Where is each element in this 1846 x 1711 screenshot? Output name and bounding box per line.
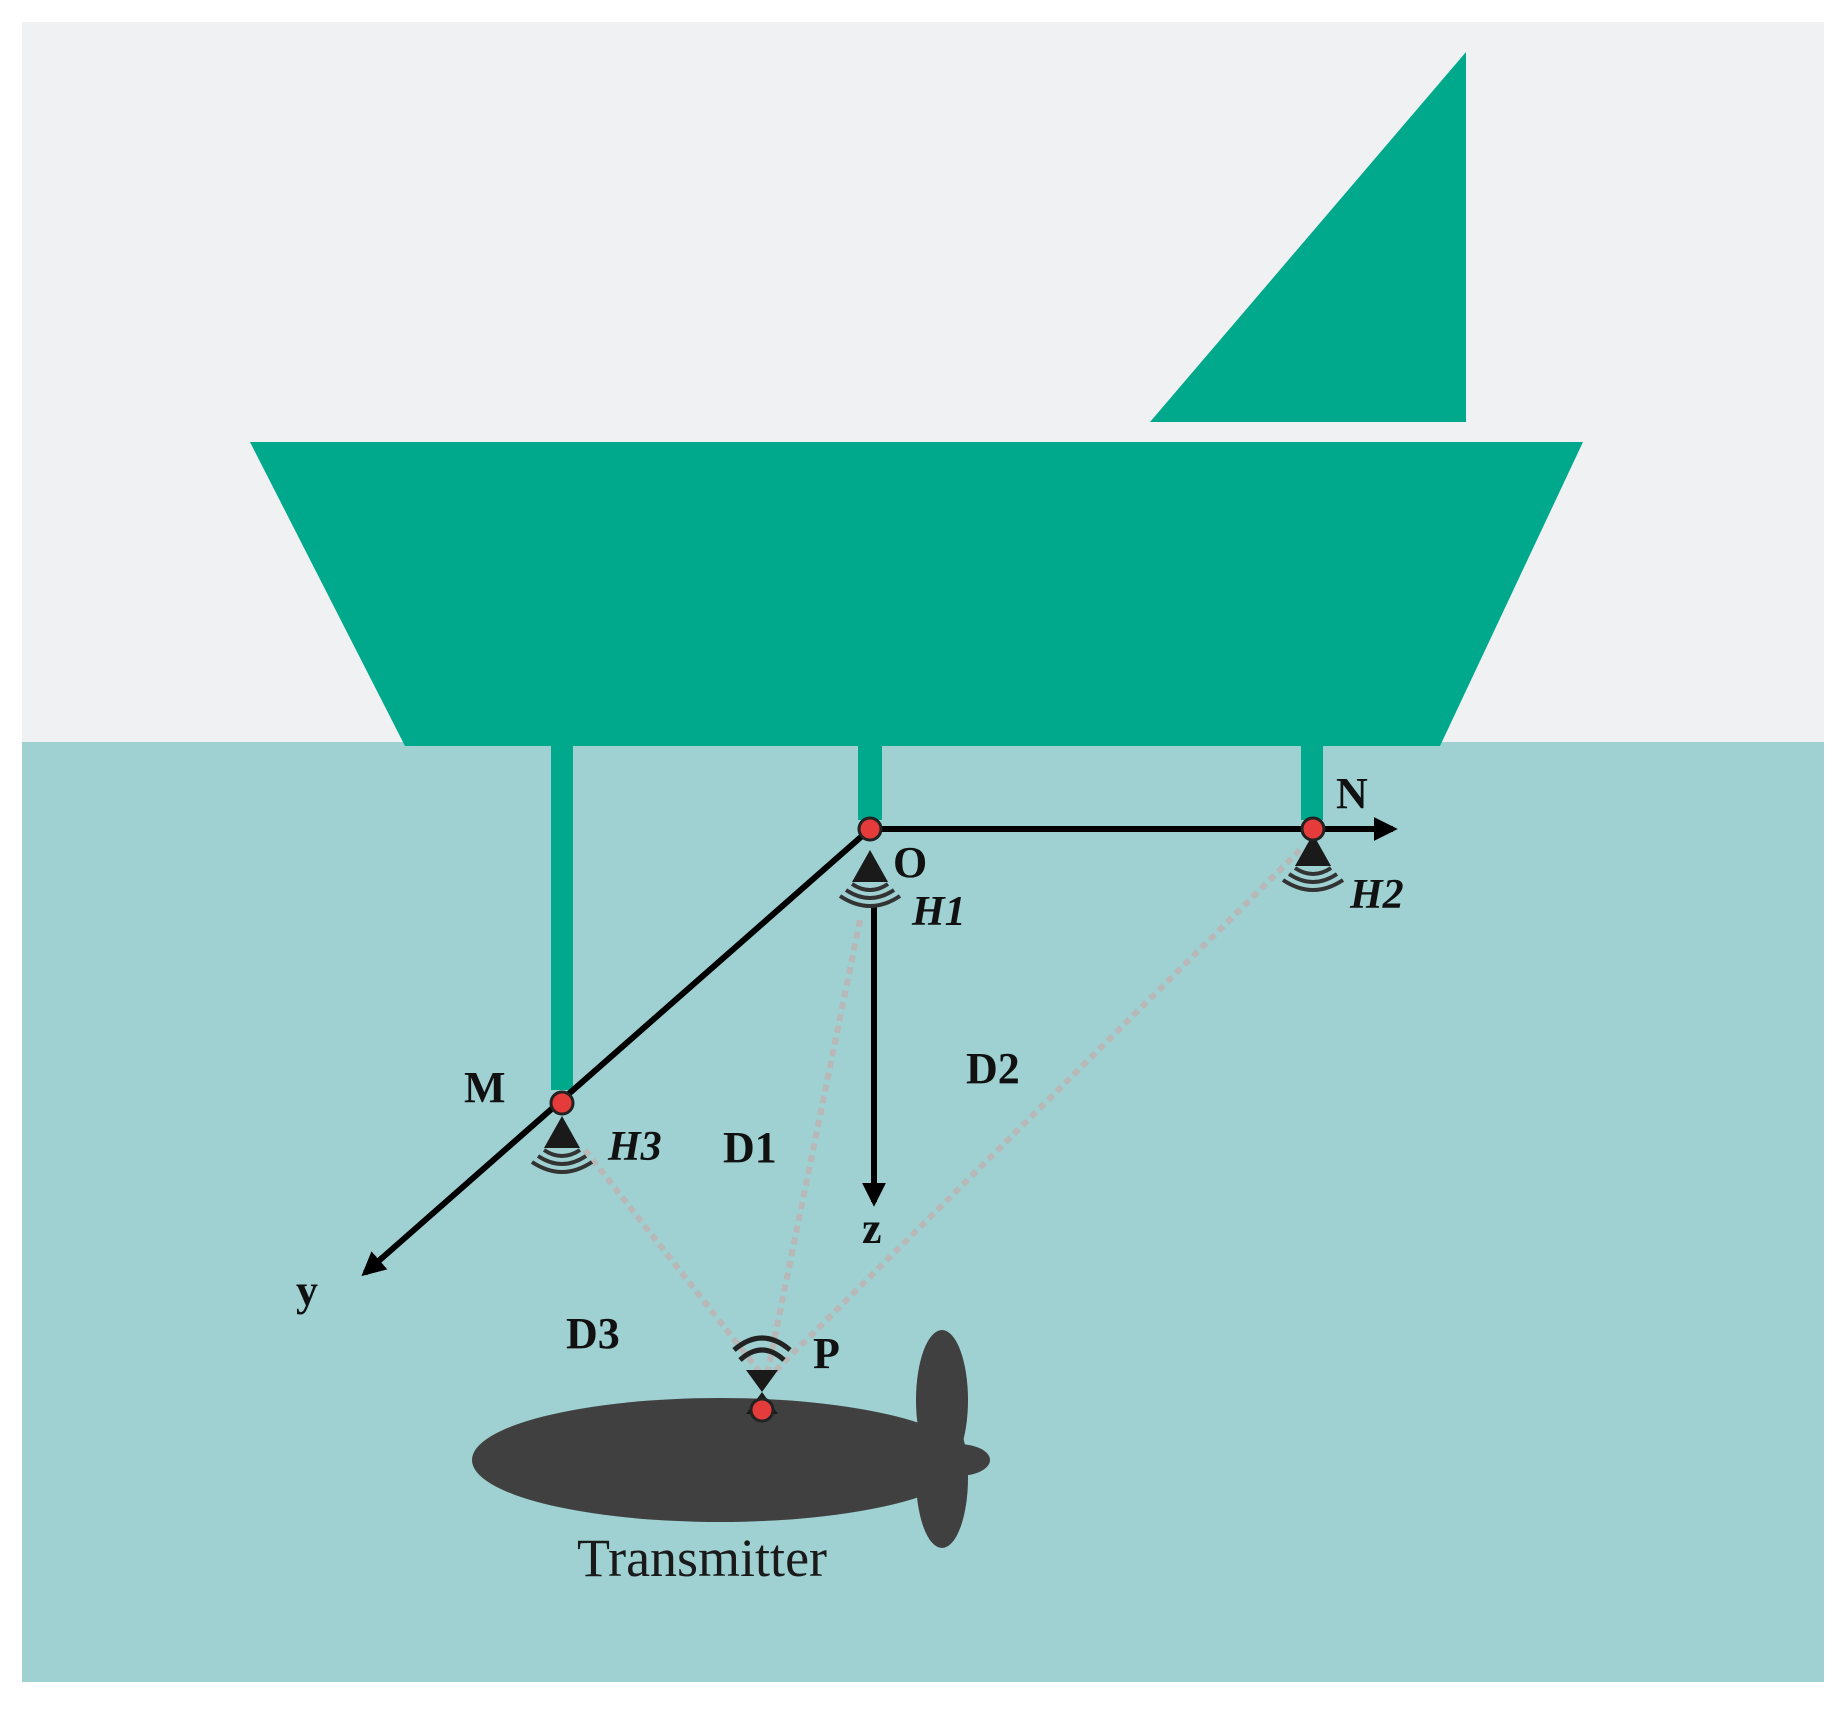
vehicle-body <box>472 1398 968 1522</box>
ship-leg-m <box>551 740 573 1090</box>
marker-p <box>749 1397 775 1423</box>
label-d1: D1 <box>723 1123 777 1172</box>
transmitter-caption: Transmitter <box>577 1528 827 1588</box>
ship-hull <box>250 442 1583 746</box>
label-h2: H2 <box>1349 872 1404 918</box>
marker-m <box>549 1090 575 1116</box>
y-axis-arrow <box>361 826 872 1277</box>
label-h1: H1 <box>911 889 966 935</box>
ship-leg-n <box>1301 740 1323 820</box>
label-p: P <box>813 1329 840 1378</box>
hydrophone-icon <box>530 1116 594 1174</box>
hydrophone-icon <box>838 850 902 908</box>
sail-icon <box>1150 52 1466 422</box>
label-n: N <box>1336 769 1368 818</box>
label-h3: H3 <box>607 1124 662 1170</box>
label-d3: D3 <box>566 1309 620 1358</box>
ship-icon <box>250 52 1583 1090</box>
marker-o <box>857 816 883 842</box>
label-y-axis: y <box>296 1266 318 1315</box>
range-line-d1 <box>763 919 863 1381</box>
vehicle-hub <box>926 1444 990 1476</box>
transmitter-icon <box>472 1330 990 1548</box>
range-line-d3 <box>582 1148 769 1382</box>
vehicle-propeller-lower <box>916 1408 968 1548</box>
label-m: M <box>464 1063 506 1112</box>
label-d2: D2 <box>966 1044 1020 1093</box>
hydrophone-icon <box>1281 834 1345 892</box>
label-z-axis: z <box>862 1204 882 1253</box>
range-lines <box>582 847 1303 1383</box>
ship-leg-o <box>858 740 882 820</box>
point-markers <box>549 816 1326 1423</box>
marker-n <box>1300 816 1326 842</box>
label-o: O <box>893 838 927 887</box>
range-line-d2 <box>763 847 1303 1383</box>
